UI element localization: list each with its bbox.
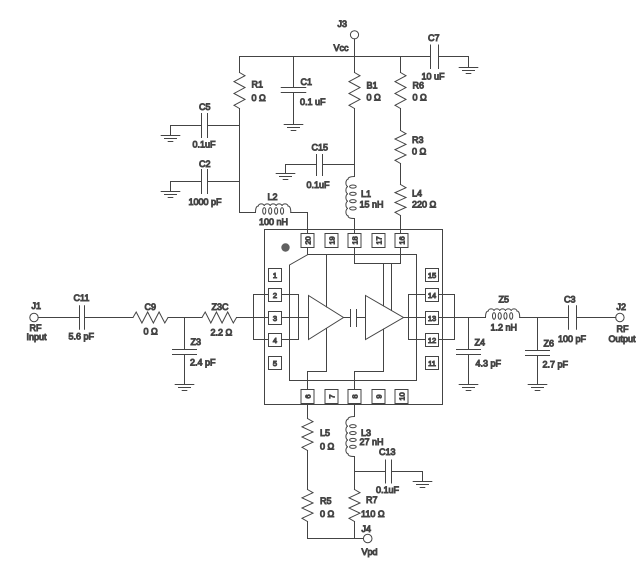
svg-text:19: 19 bbox=[327, 236, 336, 244]
svg-text:100 pF: 100 pF bbox=[558, 334, 587, 344]
svg-text:J4: J4 bbox=[362, 524, 372, 534]
svg-text:8: 8 bbox=[350, 394, 359, 398]
svg-text:1.2 nH: 1.2 nH bbox=[491, 323, 518, 333]
svg-text:7: 7 bbox=[327, 394, 336, 398]
svg-text:R6: R6 bbox=[413, 81, 425, 91]
svg-text:L4: L4 bbox=[412, 189, 422, 199]
svg-text:0 Ω: 0 Ω bbox=[252, 93, 267, 103]
svg-text:16: 16 bbox=[397, 236, 406, 244]
svg-text:B1: B1 bbox=[367, 81, 378, 91]
svg-text:J3: J3 bbox=[338, 19, 348, 29]
svg-text:220 Ω: 220 Ω bbox=[412, 200, 437, 210]
svg-text:110 Ω: 110 Ω bbox=[361, 509, 385, 519]
svg-text:17: 17 bbox=[374, 236, 383, 244]
svg-text:100 nH: 100 nH bbox=[259, 217, 288, 227]
svg-text:18: 18 bbox=[350, 236, 359, 244]
svg-text:6: 6 bbox=[303, 394, 312, 398]
svg-text:0.1uF: 0.1uF bbox=[193, 140, 217, 150]
svg-text:L2: L2 bbox=[268, 192, 278, 202]
svg-text:0 Ω: 0 Ω bbox=[320, 509, 335, 519]
svg-text:L1: L1 bbox=[361, 189, 371, 199]
svg-text:C3: C3 bbox=[564, 295, 576, 305]
svg-text:C1: C1 bbox=[301, 77, 313, 87]
svg-text:4: 4 bbox=[273, 336, 277, 345]
svg-text:4.3 pF: 4.3 pF bbox=[476, 359, 502, 369]
svg-text:0 Ω: 0 Ω bbox=[144, 327, 159, 337]
svg-text:Z6: Z6 bbox=[544, 339, 555, 349]
svg-text:11: 11 bbox=[428, 359, 436, 368]
svg-text:RF: RF bbox=[617, 324, 629, 334]
svg-text:Input: Input bbox=[27, 332, 48, 342]
svg-text:R3: R3 bbox=[412, 135, 424, 145]
svg-text:5: 5 bbox=[273, 359, 277, 368]
svg-text:C9: C9 bbox=[145, 302, 157, 312]
svg-text:R1: R1 bbox=[252, 80, 264, 90]
svg-text:15 nH: 15 nH bbox=[360, 200, 384, 210]
svg-text:3: 3 bbox=[273, 314, 277, 323]
svg-text:1000 pF: 1000 pF bbox=[189, 197, 223, 207]
svg-text:Output: Output bbox=[609, 334, 637, 344]
svg-text:C2: C2 bbox=[199, 159, 211, 169]
svg-text:L3: L3 bbox=[361, 428, 371, 438]
svg-text:R7: R7 bbox=[366, 495, 378, 505]
svg-text:Z4: Z4 bbox=[475, 338, 486, 348]
svg-text:0.1 uF: 0.1 uF bbox=[300, 97, 326, 107]
svg-text:27 nH: 27 nH bbox=[360, 437, 384, 447]
svg-text:C11: C11 bbox=[74, 293, 90, 303]
svg-text:Vpd: Vpd bbox=[362, 547, 378, 557]
svg-text:14: 14 bbox=[428, 291, 436, 300]
svg-text:Z3: Z3 bbox=[191, 337, 202, 347]
svg-text:C7: C7 bbox=[428, 33, 440, 43]
svg-text:C5: C5 bbox=[199, 102, 211, 112]
svg-text:0 Ω: 0 Ω bbox=[413, 93, 428, 103]
svg-text:Z5: Z5 bbox=[499, 295, 510, 305]
svg-text:20: 20 bbox=[303, 236, 312, 244]
svg-text:13: 13 bbox=[428, 314, 436, 323]
svg-text:15: 15 bbox=[428, 271, 436, 280]
svg-text:10: 10 bbox=[397, 392, 406, 400]
svg-text:Vcc: Vcc bbox=[334, 43, 350, 53]
svg-text:2: 2 bbox=[273, 291, 277, 300]
svg-text:0.1uF: 0.1uF bbox=[376, 485, 400, 495]
svg-text:J2: J2 bbox=[617, 302, 627, 312]
svg-text:9: 9 bbox=[374, 394, 383, 398]
svg-text:1: 1 bbox=[273, 271, 277, 280]
svg-text:0 Ω: 0 Ω bbox=[412, 147, 427, 157]
svg-text:0 Ω: 0 Ω bbox=[367, 93, 382, 103]
svg-text:5.6 pF: 5.6 pF bbox=[69, 332, 95, 342]
svg-text:C13: C13 bbox=[379, 447, 396, 457]
svg-text:2.4 pF: 2.4 pF bbox=[190, 358, 216, 368]
svg-text:2.7 pF: 2.7 pF bbox=[543, 360, 569, 370]
svg-text:12: 12 bbox=[428, 336, 436, 345]
svg-text:0.1uF: 0.1uF bbox=[307, 180, 331, 190]
svg-text:J1: J1 bbox=[32, 301, 42, 311]
svg-text:2.2 Ω: 2.2 Ω bbox=[211, 328, 233, 338]
svg-text:L5: L5 bbox=[320, 428, 330, 438]
svg-text:R5: R5 bbox=[320, 496, 332, 506]
svg-text:C15: C15 bbox=[312, 143, 329, 153]
svg-text:0 Ω: 0 Ω bbox=[320, 442, 335, 452]
svg-text:RF: RF bbox=[30, 323, 42, 333]
svg-text:10 uF: 10 uF bbox=[422, 72, 446, 82]
svg-text:Z3C: Z3C bbox=[212, 302, 230, 312]
